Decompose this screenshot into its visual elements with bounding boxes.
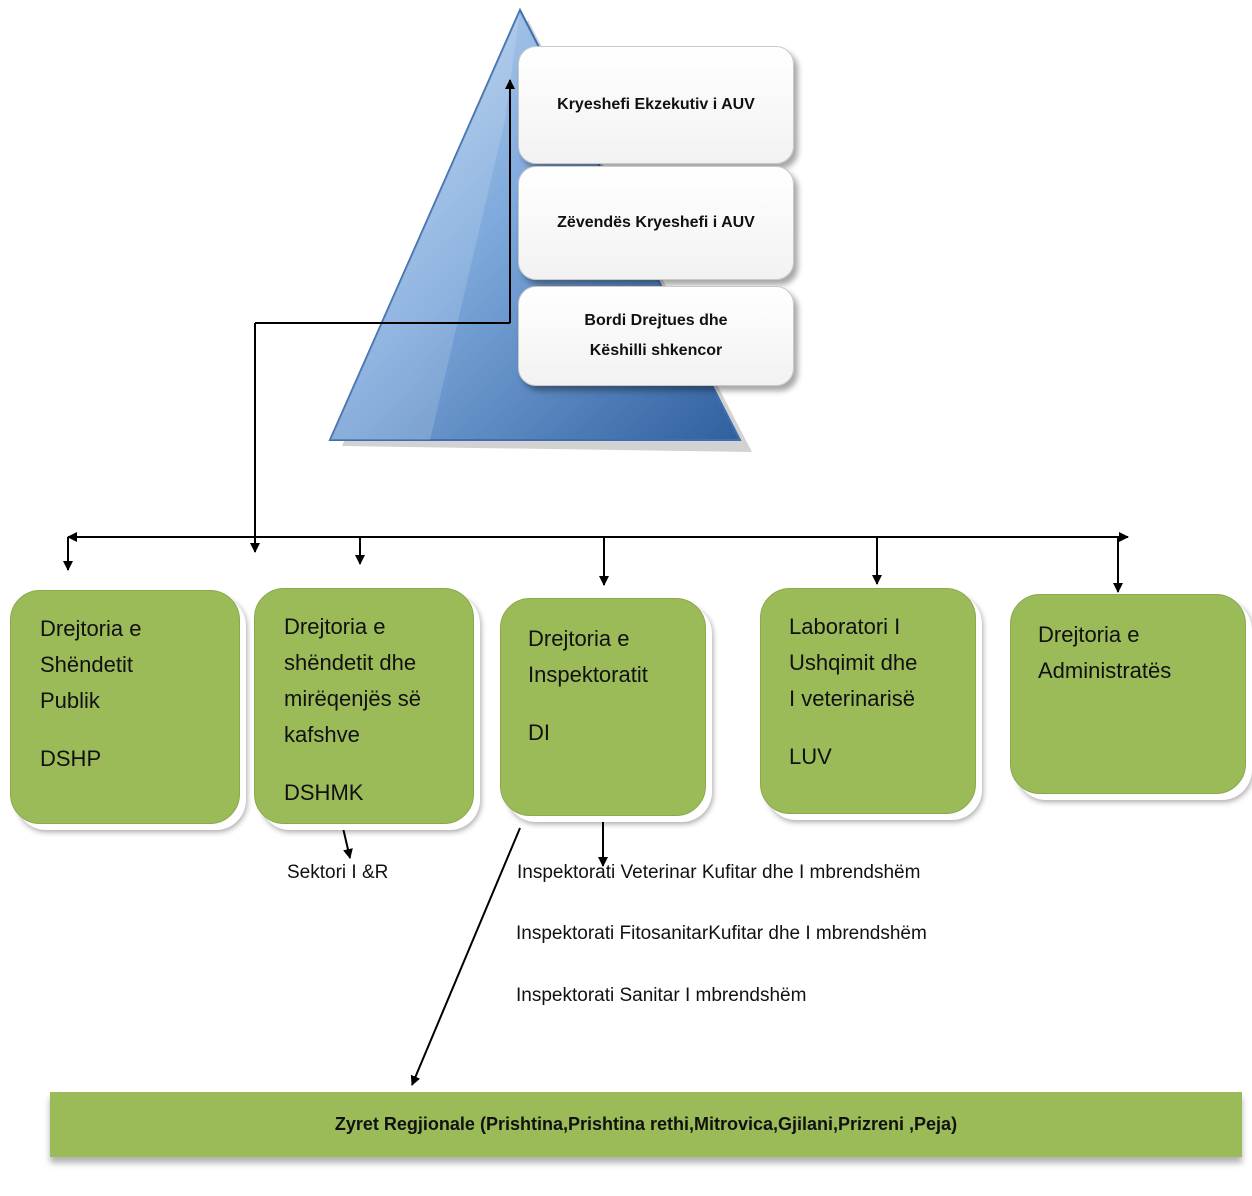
inspectorate-phytosanitary: Inspektorati FitosanitarKufitar dhe I mb…: [516, 923, 927, 944]
ceo-label: Kryeshefi Ekzekutiv i AUV: [557, 96, 755, 113]
deputy-label: Zëvendës Kryeshefi i AUV: [557, 214, 755, 231]
department-dshmk: Drejtoria e shëndetit dhe mirëqenjës së …: [254, 588, 474, 824]
department-abbr: LUV: [789, 744, 832, 769]
connector-dshmk-sector: [342, 827, 353, 859]
department-luv: Laboratori I Ushqimit dhe I veterinarisë…: [760, 588, 976, 814]
department-title: Drejtoria e Administratës: [1038, 622, 1172, 683]
department-title: Drejtoria e Shëndetit Publik: [40, 616, 142, 713]
pyramid-highlight: [330, 10, 520, 440]
board-label-line1: Bordi Drejtues dhe: [584, 312, 728, 329]
sector-label: Sektori I &R: [287, 862, 389, 883]
department-title: Drejtoria e shëndetit dhe mirëqenjës së …: [284, 614, 421, 747]
department-administrates: Drejtoria e Administratës: [1010, 594, 1246, 794]
department-abbr: DI: [528, 720, 550, 745]
department-di: Drejtoria e Inspektoratit DI: [500, 598, 706, 816]
deputy-box: Zëvendës Kryeshefi i AUV: [518, 166, 794, 280]
inspectorate-veterinary: Inspektorati Veterinar Kufitar dhe I mbr…: [517, 862, 921, 883]
connector-di-regional: [410, 827, 521, 1086]
ceo-box: Kryeshefi Ekzekutiv i AUV: [518, 46, 794, 164]
inspectorate-sanitary: Inspektorati Sanitar I mbrendshëm: [516, 985, 807, 1006]
department-title: Drejtoria e Inspektoratit: [528, 626, 648, 687]
regional-offices-label: Zyret Regjionale (Prishtina,Prishtina re…: [334, 1114, 958, 1134]
department-abbr: DSHMK: [284, 780, 364, 805]
regional-offices-bar: Zyret Regjionale (Prishtina,Prishtina re…: [50, 1092, 1242, 1157]
board-label-line2: Këshilli shkencor: [589, 342, 723, 359]
department-dshp: Drejtoria e Shëndetit Publik DSHP: [10, 590, 240, 824]
board-box: Bordi Drejtues dhe Këshilli shkencor: [518, 286, 794, 386]
department-abbr: DSHP: [40, 746, 102, 771]
department-title: Laboratori I Ushqimit dhe I veterinarisë: [789, 614, 918, 711]
